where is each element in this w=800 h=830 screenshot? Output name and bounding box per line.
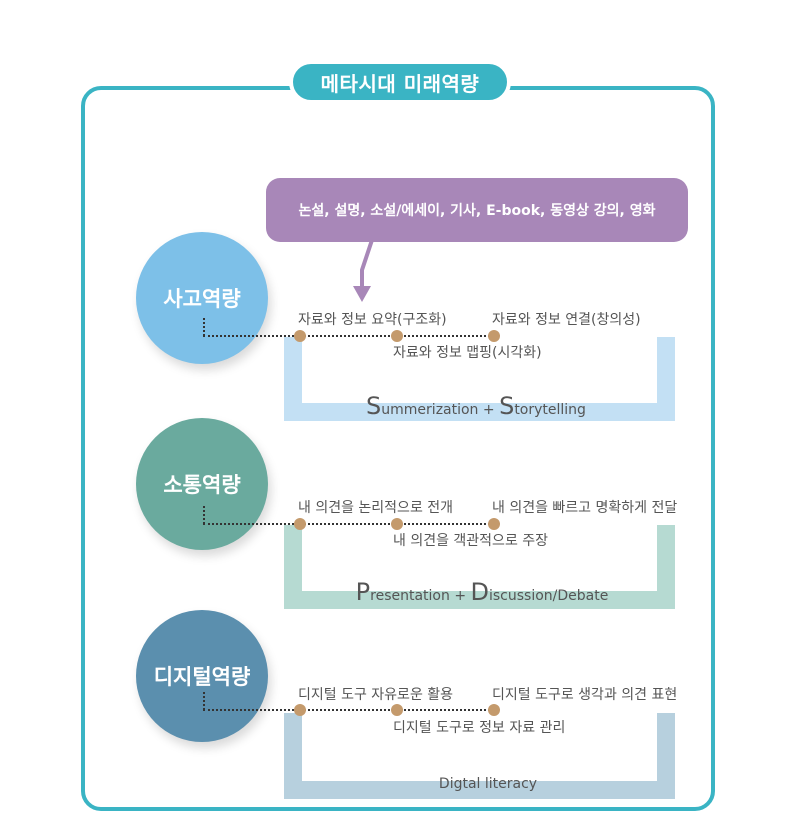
digital-dotline <box>203 709 494 711</box>
thinking-circle: 사고역량 <box>136 232 268 364</box>
callout-arrow-icon <box>353 240 374 302</box>
communication-item-3: 내 의견을 빠르고 명확하게 전달 <box>492 500 678 516</box>
digital-node-3 <box>488 704 500 716</box>
thinking-item-3: 자료와 정보 연결(창의성) <box>492 312 641 328</box>
communication-dotline <box>203 523 494 525</box>
communication-node-1 <box>294 518 306 530</box>
communication-item-1: 내 의견을 논리적으로 전개 <box>298 500 454 516</box>
thinking-dotline <box>203 335 494 337</box>
thinking-node-3 <box>488 330 500 342</box>
digital-circle: 디지털역량 <box>136 610 268 742</box>
thinking-footer-cap-2: S <box>499 392 515 420</box>
digital-node-2 <box>391 704 403 716</box>
thinking-footer: Summerization + Storytelling <box>366 392 586 420</box>
communication-footer-rest-2: iscussion/Debate <box>488 588 609 604</box>
digital-item-3: 디지털 도구로 생각과 의견 표현 <box>492 687 678 703</box>
thinking-item-1: 자료와 정보 요약(구조화) <box>298 312 447 328</box>
thinking-footer-rest-2: torytelling <box>514 402 586 418</box>
thinking-bracket <box>284 337 675 421</box>
thinking-connector <box>203 318 205 336</box>
digital-connector <box>203 692 205 710</box>
thinking-node-2 <box>391 330 403 342</box>
communication-footer-cap-1: P <box>355 578 371 606</box>
communication-circle: 소통역량 <box>136 418 268 550</box>
media-callout: 논설, 설명, 소설/에세이, 기사, E-book, 동영상 강의, 영화 <box>266 178 688 242</box>
digital-node-1 <box>294 704 306 716</box>
digital-item-2: 디지털 도구로 정보 자료 관리 <box>393 720 566 736</box>
communication-footer-cap-2: D <box>470 578 489 606</box>
thinking-footer-cap-1: S <box>366 392 382 420</box>
communication-footer-rest-1: resentation + <box>370 588 471 604</box>
digital-footer: Digtal literacy <box>438 776 538 792</box>
digital-item-1: 디지털 도구 자유로운 활용 <box>298 687 454 703</box>
thinking-item-2: 자료와 정보 맵핑(시각화) <box>393 345 542 361</box>
digital-bracket <box>284 713 675 799</box>
communication-footer: Presentation + Discussion/Debate <box>356 578 609 606</box>
communication-bracket <box>284 525 675 609</box>
communication-item-2: 내 의견을 객관적으로 주장 <box>393 533 549 549</box>
communication-node-3 <box>488 518 500 530</box>
thinking-footer-rest-1: ummerization + <box>381 402 500 418</box>
communication-node-2 <box>391 518 403 530</box>
diagram-title: 메타시대 미래역량 <box>289 60 511 104</box>
thinking-node-1 <box>294 330 306 342</box>
communication-connector <box>203 506 205 524</box>
